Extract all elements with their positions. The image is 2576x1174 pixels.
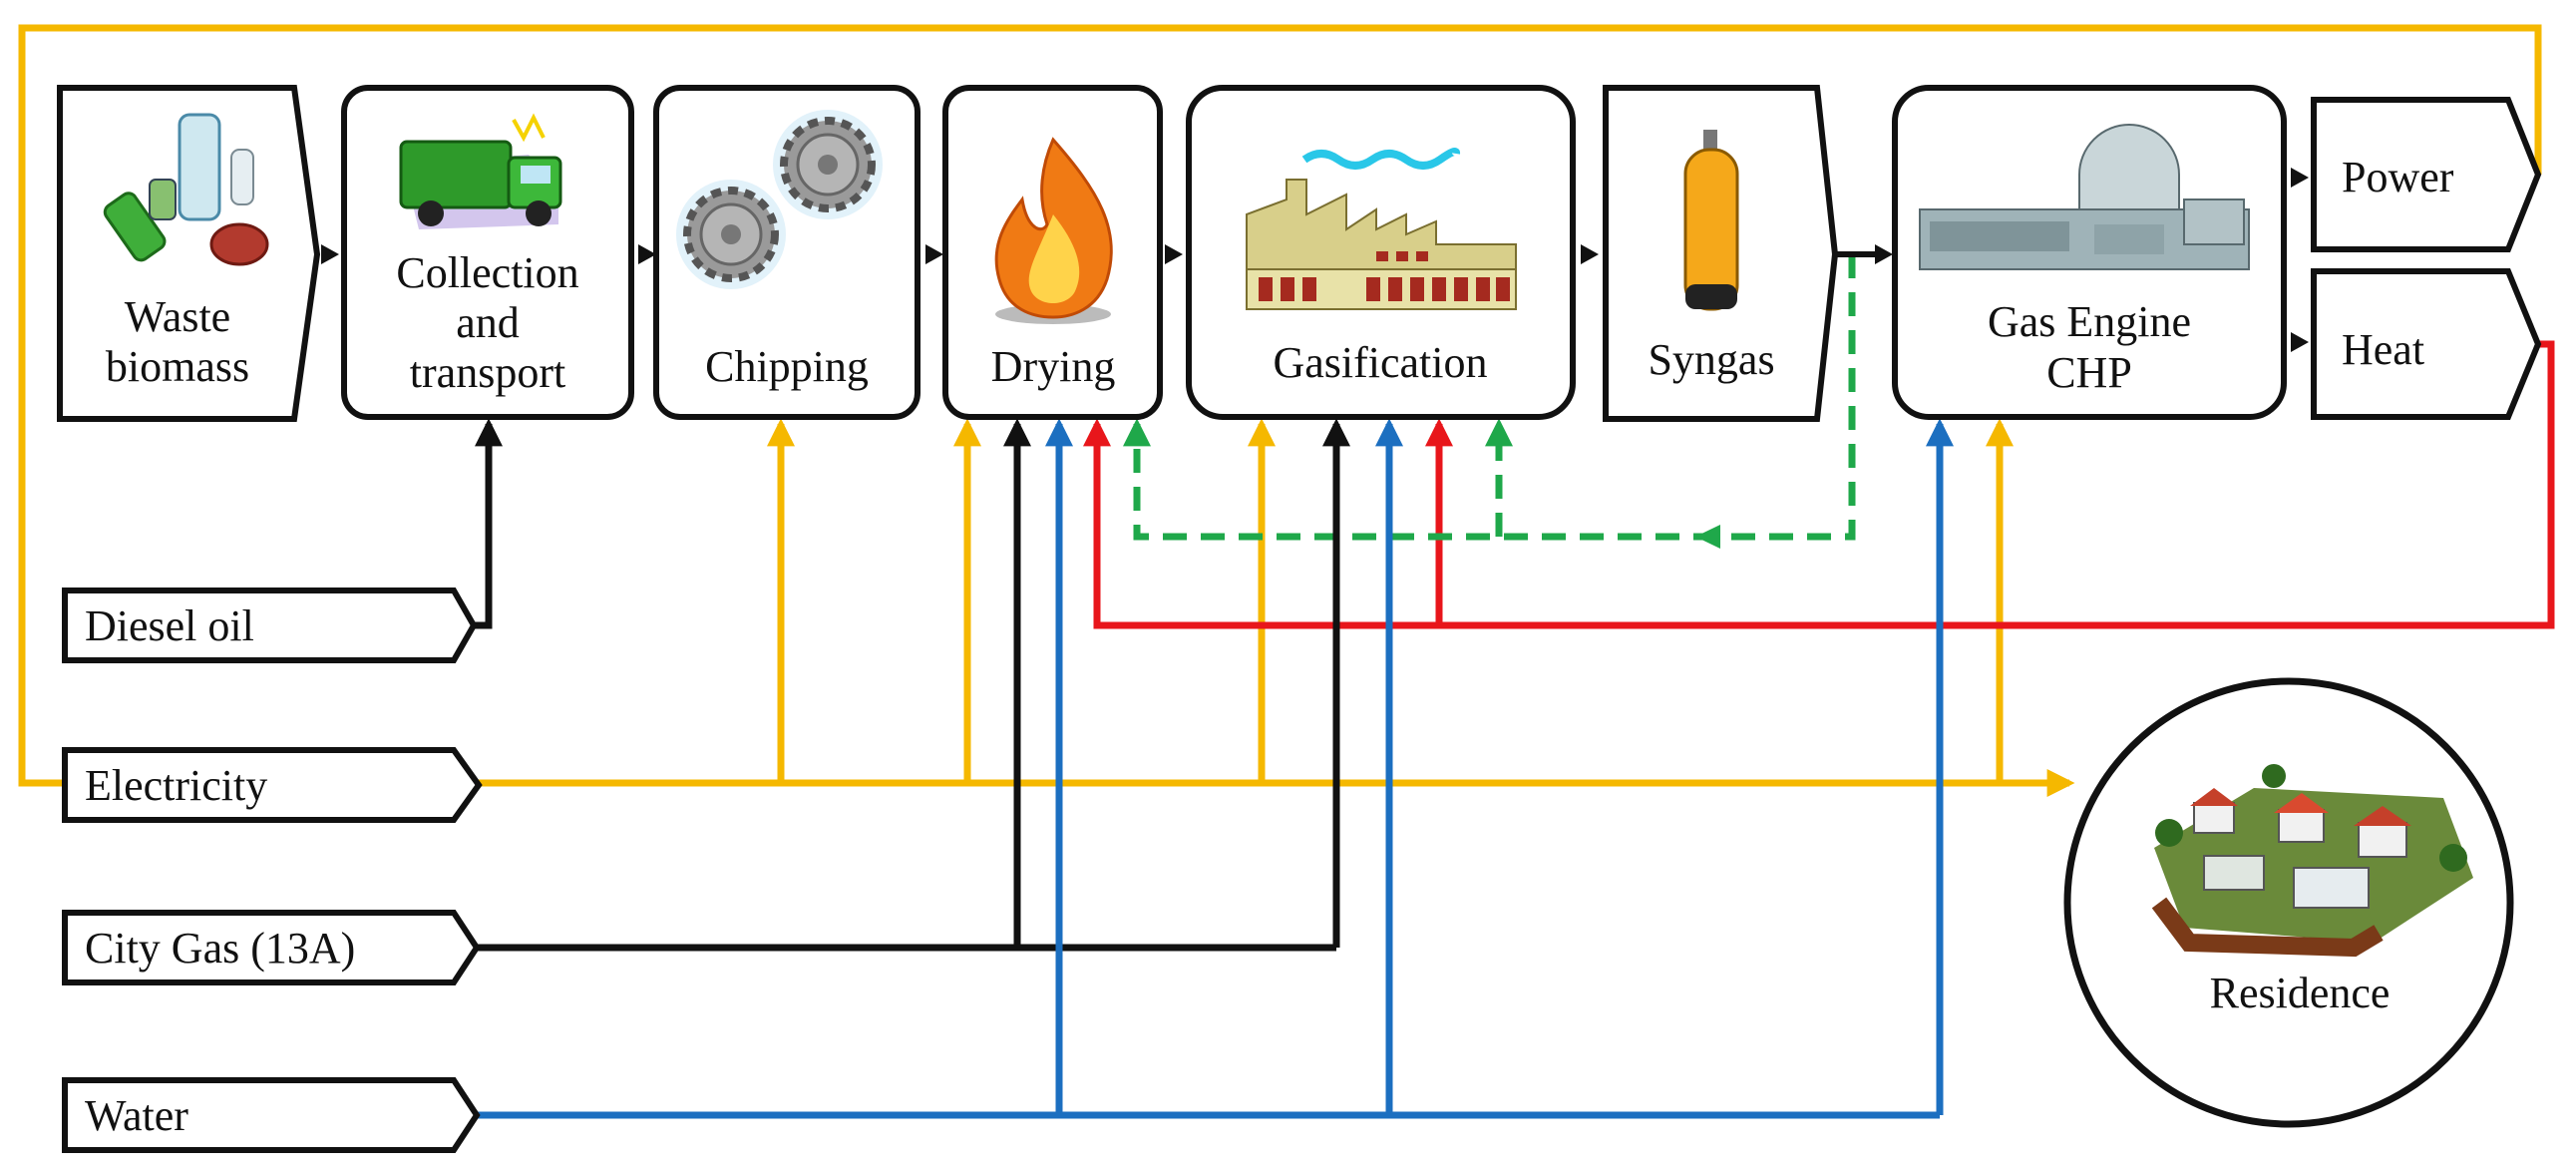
chp-label-2: CHP	[2046, 348, 2132, 397]
chp-label-1: Gas Engine	[1988, 297, 2191, 346]
waste-biomass-box: Waste biomass	[57, 85, 321, 422]
chipping-box: Chipping	[653, 85, 920, 420]
power-box: Power	[2311, 97, 2542, 252]
waste-biomass-label-1: Waste	[125, 292, 230, 341]
gas-cylinder-icon	[1683, 130, 1739, 311]
diesel-input: Diesel oil	[62, 587, 478, 663]
chipping-label: Chipping	[705, 342, 869, 391]
water-label: Water	[85, 1091, 188, 1140]
collection-label-1: Collection	[396, 248, 578, 297]
city-gas-label: City Gas (13A)	[85, 924, 355, 973]
waste-bottles-icon	[103, 113, 269, 266]
chp-box: Gas Engine CHP	[1892, 85, 2287, 420]
collection-box: Collection and transport	[341, 85, 634, 420]
process-arrows	[321, 168, 2309, 352]
collection-label-2: and	[456, 298, 520, 347]
power-return-line	[18, 24, 2542, 787]
syngas-recycle-arrowhead	[1695, 525, 1720, 549]
gasification-box: Gasification	[1186, 85, 1576, 420]
gasification-label: Gasification	[1273, 338, 1487, 387]
diesel-label: Diesel oil	[85, 601, 254, 650]
electricity-input: Electricity	[62, 747, 483, 823]
residence-node: Residence	[2063, 677, 2514, 1128]
syngas-box: Syngas	[1603, 85, 1839, 422]
heat-label: Heat	[2342, 325, 2424, 374]
heat-return-line	[1083, 340, 2555, 629]
collection-label-3: transport	[410, 348, 565, 397]
garbage-truck-icon	[399, 113, 562, 229]
drying-label: Drying	[991, 342, 1116, 391]
power-label: Power	[2342, 153, 2454, 201]
flame-icon	[994, 137, 1113, 324]
drying-box: Drying	[942, 85, 1163, 420]
waste-biomass-label-2: biomass	[106, 342, 249, 391]
diesel-line	[474, 418, 503, 629]
gears-icon	[676, 110, 883, 289]
factory-icon	[1246, 148, 1517, 310]
residence-label: Residence	[2210, 969, 2391, 1017]
heat-box: Heat	[2311, 268, 2542, 420]
city-gas-input: City Gas (13A)	[62, 910, 481, 985]
houses-icon	[2151, 764, 2473, 958]
power-plant-icon	[1919, 124, 2250, 270]
syngas-label: Syngas	[1648, 335, 1774, 384]
water-input: Water	[62, 1077, 481, 1153]
electricity-label: Electricity	[85, 761, 267, 810]
